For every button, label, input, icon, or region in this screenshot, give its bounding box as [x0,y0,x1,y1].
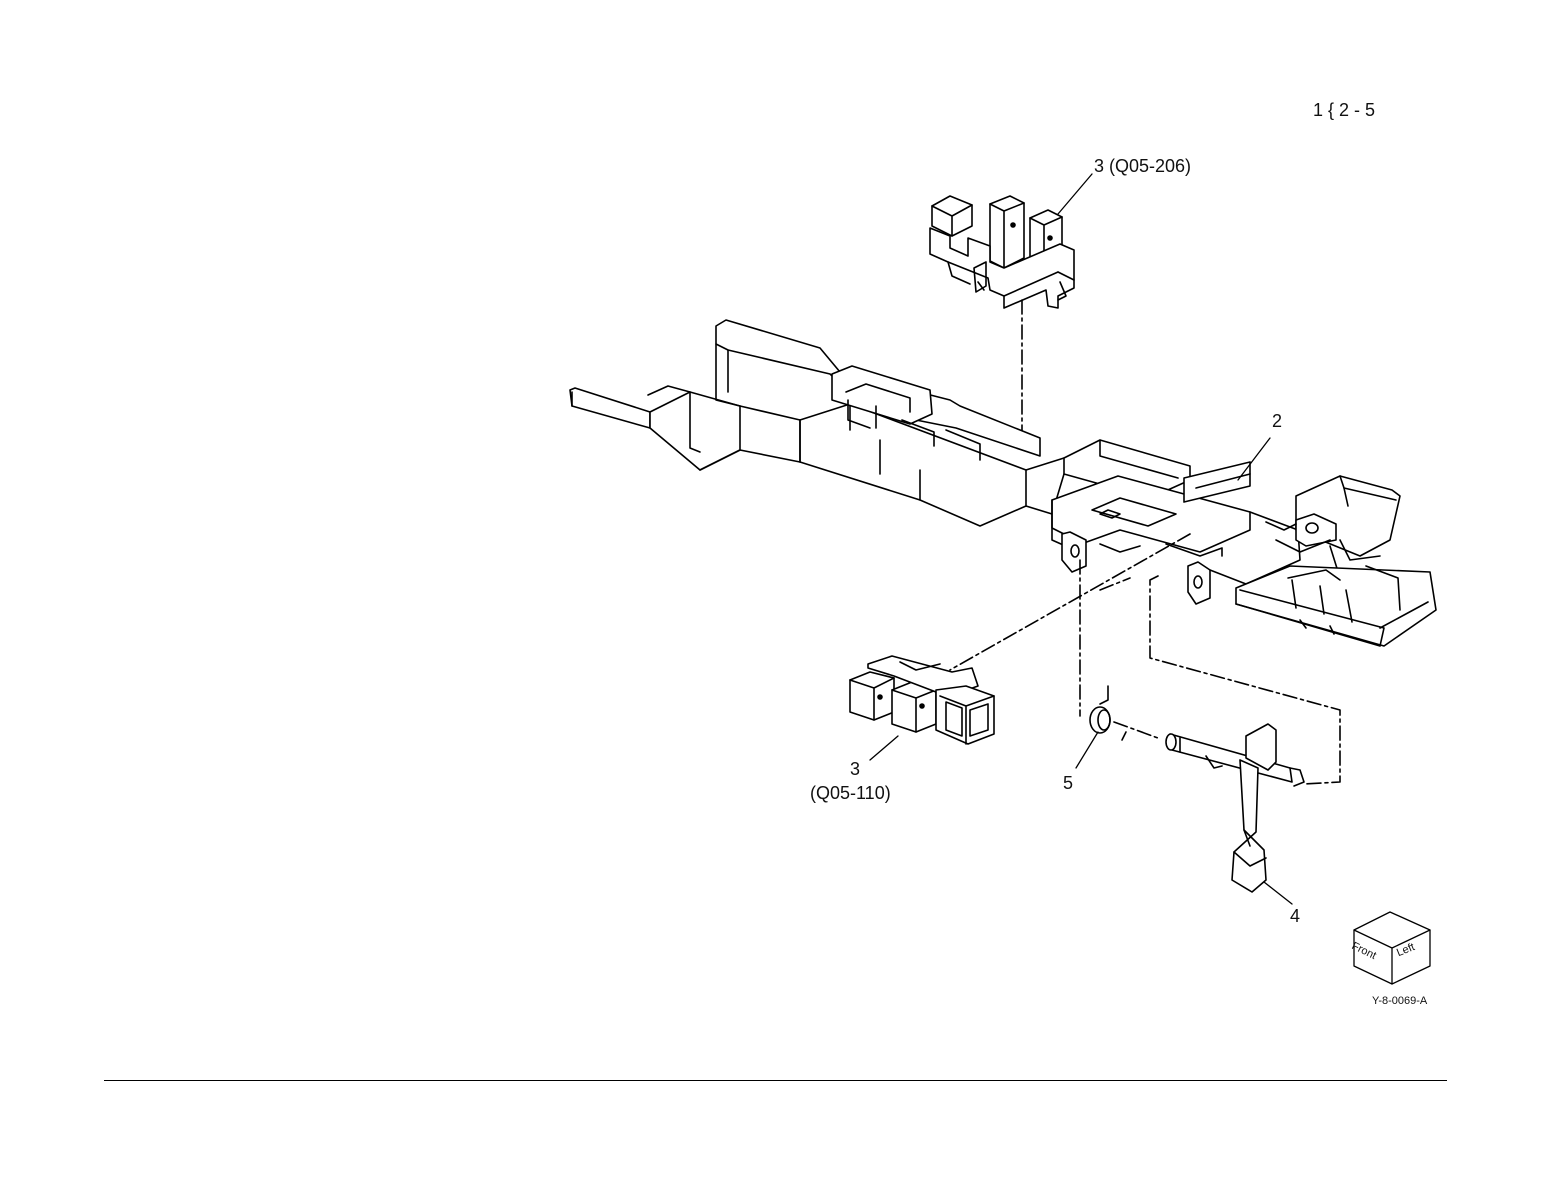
callout-sensor-upper: 3 (Q05-206) [1094,156,1191,177]
ring-part [1090,686,1158,740]
sensor-lower-part [850,656,994,744]
callout-frame: 2 [1272,411,1282,432]
footer-rule [104,1080,1447,1081]
sensor-upper-part [930,196,1074,308]
frame-part [570,320,1436,646]
actuator-part [1166,724,1304,892]
callout-actuator: 4 [1290,906,1300,927]
callout-sensor-lower-number: 3 [850,759,860,780]
callout-sensor-lower-code: (Q05-110) [810,783,891,804]
callout-ring: 5 [1063,773,1073,794]
figure-id: Y-8-0069-A [1372,995,1427,1007]
